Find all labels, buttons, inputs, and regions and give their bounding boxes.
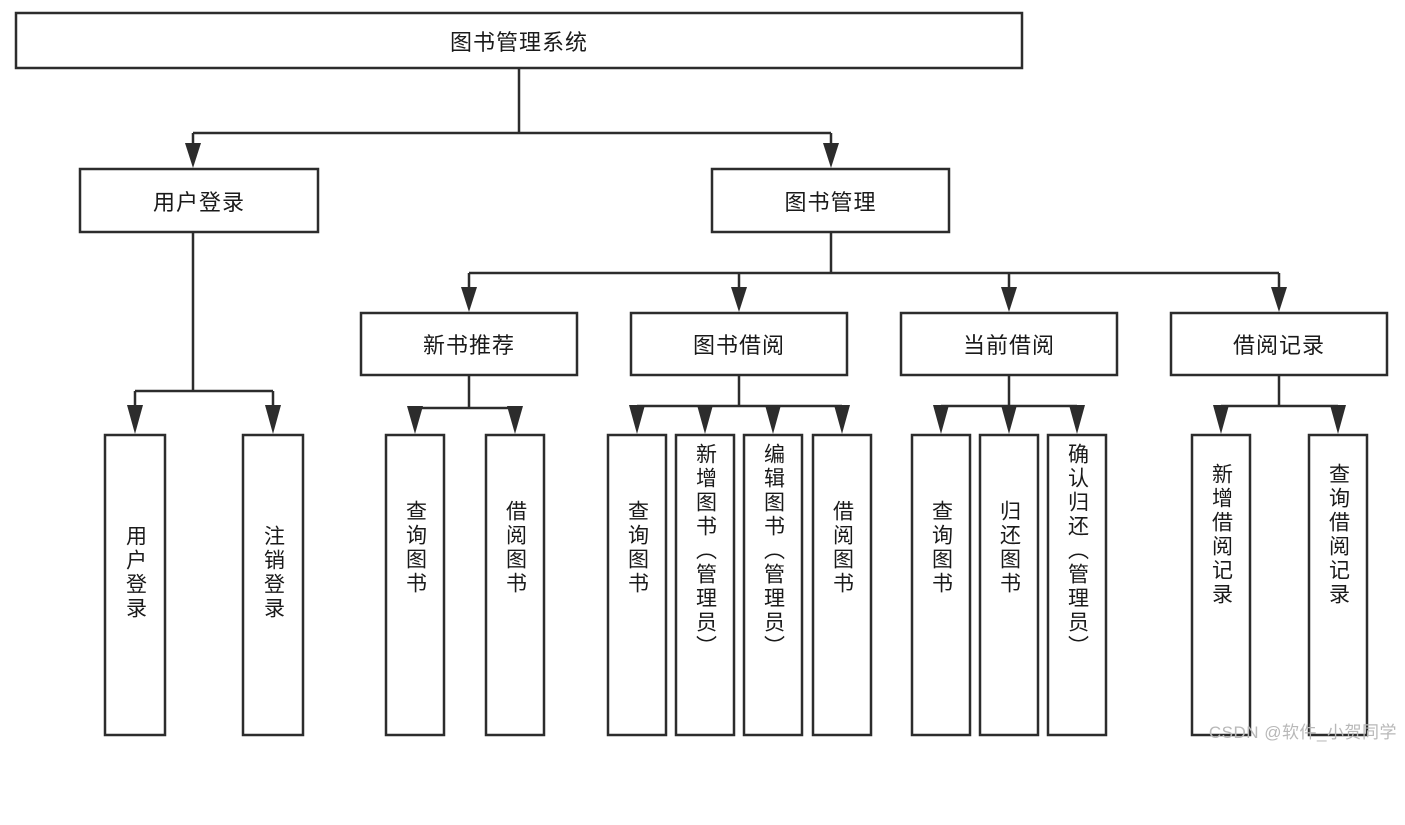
leaf-box-cb-1[interactable] [910, 433, 972, 737]
leaf-box-br-1[interactable] [1190, 433, 1252, 737]
arrow-head-bb-leaf-2 [697, 405, 713, 434]
arrow-head-br-leaf-2 [1330, 405, 1346, 434]
leaf-box-br-2[interactable] [1307, 433, 1369, 737]
leaf-box-cb-3[interactable] [1046, 433, 1108, 737]
csdn-watermark: CSDN @软件_小贺同学 [1208, 723, 1397, 742]
arrow-head-br-leaf-1 [1213, 405, 1229, 434]
leaf-box-user-login-2[interactable] [241, 433, 305, 737]
arrow-head-bb-leaf-1 [629, 405, 645, 434]
arrow-head-bb-leaf-4 [834, 405, 850, 434]
leaf-box-user-login-1[interactable] [103, 433, 167, 737]
arrow-head-bb-leaf-3 [765, 405, 781, 434]
arrow-head-nbr-leaf-1 [407, 406, 423, 434]
leaf-box-bb-3[interactable] [742, 433, 804, 737]
arrow-head-nbr-leaf-2 [507, 406, 523, 434]
arrow-head-cb-leaf-2 [1001, 405, 1017, 434]
arrow-head-bm-to-borrow-record [1271, 287, 1287, 312]
hierarchy-diagram-svg [14, 11, 1389, 737]
leaf-box-bb-4[interactable] [811, 433, 873, 737]
node-borrow-record-box[interactable] [1169, 311, 1389, 377]
arrow-head-user-login-leaf-2 [265, 405, 281, 434]
leaf-box-nbr-2[interactable] [484, 433, 546, 737]
arrow-head-bm-to-book-borrow [731, 287, 747, 312]
arrow-head-cb-leaf-3 [1069, 405, 1085, 434]
leaf-box-nbr-1[interactable] [384, 433, 446, 737]
node-book-borrow-box[interactable] [629, 311, 849, 377]
leaf-box-bb-2[interactable] [674, 433, 736, 737]
arrow-head-bm-to-current-borrow [1001, 287, 1017, 312]
node-new-book-recommend-box[interactable] [359, 311, 579, 377]
node-user-login-box[interactable] [78, 167, 320, 234]
arrow-head-cb-leaf-1 [933, 405, 949, 434]
leaf-box-bb-1[interactable] [606, 433, 668, 737]
node-book-management-box[interactable] [710, 167, 951, 234]
node-root-box[interactable] [14, 11, 1024, 70]
diagram-canvas: 图书管理系统 用户登录 图书管理 新书推荐 图书借阅 当前借阅 借阅记录 用户登… [14, 11, 1397, 742]
node-current-borrow-box[interactable] [899, 311, 1119, 377]
arrow-head-user-login-leaf-1 [127, 405, 143, 434]
arrow-head-root-to-book-mgmt [823, 143, 839, 168]
arrow-head-bm-to-new-book [461, 287, 477, 312]
arrow-head-root-to-user-login [185, 143, 201, 168]
leaf-box-cb-2[interactable] [978, 433, 1040, 737]
